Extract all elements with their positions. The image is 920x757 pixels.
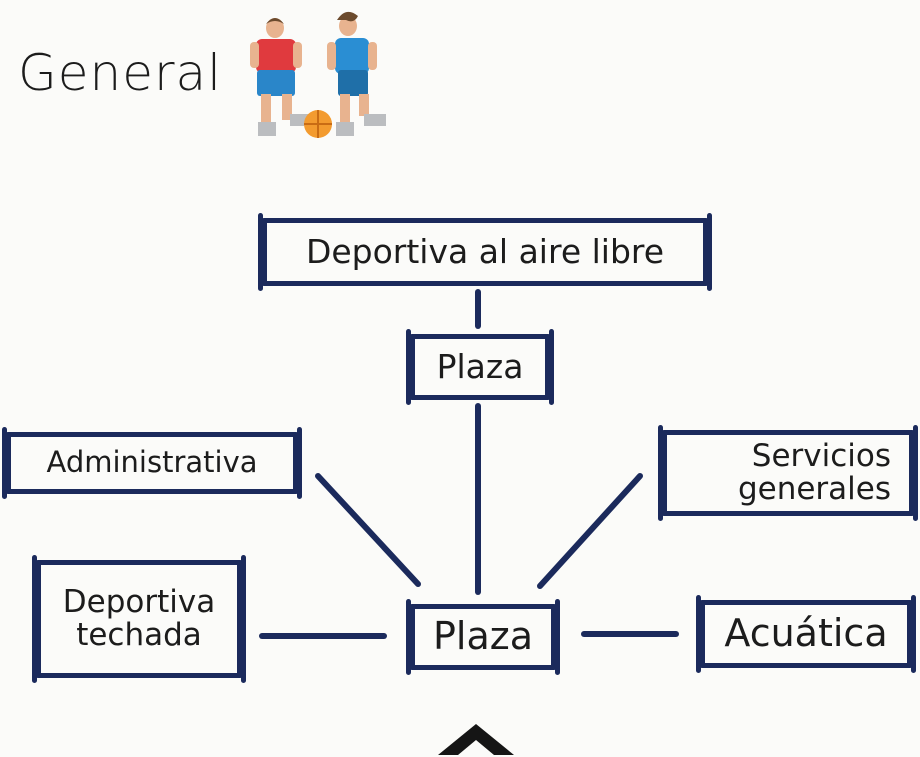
connector-admin-center bbox=[315, 473, 421, 587]
connector-services-center bbox=[537, 473, 643, 589]
node-aquatic: Acuática bbox=[696, 595, 916, 673]
node-administrative: Administrativa bbox=[2, 427, 302, 499]
node-aquatic-label: Acuática bbox=[724, 611, 888, 656]
chevron-up-icon[interactable] bbox=[436, 722, 516, 757]
node-outdoor-sports-label: Deportiva al aire libre bbox=[305, 232, 665, 272]
node-plaza-top-label: Plaza bbox=[436, 347, 524, 387]
two-players-soccer-icon bbox=[250, 11, 386, 138]
node-outdoor-sports: Deportiva al aire libre bbox=[258, 213, 712, 291]
node-plaza-top: Plaza bbox=[406, 329, 554, 405]
node-indoor-sports-label: Deportiva techada bbox=[62, 583, 216, 653]
node-indoor-sports: Deportiva techada bbox=[32, 555, 246, 683]
page-title: General bbox=[18, 44, 223, 102]
node-plaza-center-label: Plaza bbox=[433, 614, 533, 659]
node-general-services-label: Servicios generales bbox=[737, 437, 891, 507]
node-plaza-center: Plaza bbox=[406, 599, 560, 675]
node-administrative-label: Administrativa bbox=[46, 445, 258, 480]
node-general-services: Servicios generales bbox=[658, 425, 918, 521]
